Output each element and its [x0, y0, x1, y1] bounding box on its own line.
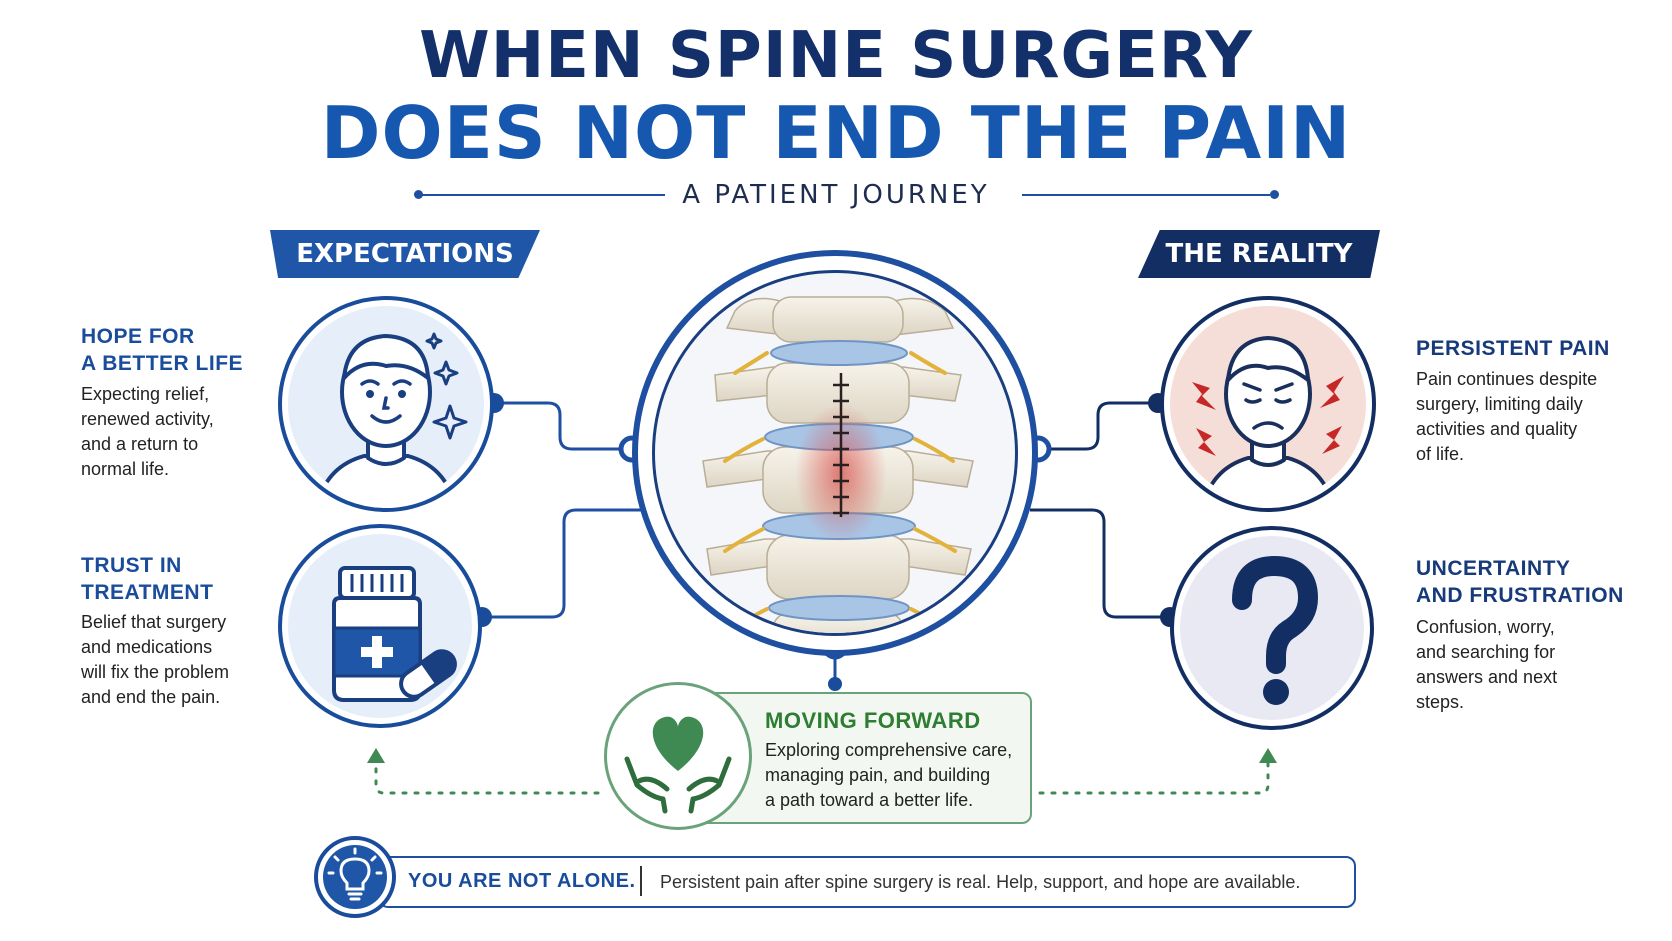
page-title-line2: DOES NOT END THE PAIN: [320, 91, 1352, 175]
pain-text: Pain continues despite surgery, limiting…: [1416, 369, 1598, 464]
subtitle-dot-right: [1270, 190, 1279, 199]
moving-forward-text: Exploring comprehensive care, managing p…: [765, 740, 1013, 810]
pain-circle: [1160, 296, 1376, 512]
hope-text: Expecting relief, renewed activity, and …: [81, 384, 214, 479]
footer-message: Persistent pain after spine surgery is r…: [660, 872, 1301, 892]
page-title-line1: WHEN SPINE SURGERY: [419, 19, 1253, 93]
lightbulb-icon: [327, 847, 383, 901]
footer-headline: YOU ARE NOT ALONE.: [408, 870, 636, 892]
footer-separator: [640, 866, 642, 896]
uncertainty-circle: [1170, 526, 1374, 730]
reality-banner: THE REALITY: [1138, 230, 1380, 278]
trust-circle: [278, 524, 482, 728]
trust-text: Belief that surgery and medications will…: [81, 612, 230, 707]
connector-trust: [482, 508, 646, 619]
subtitle-rule-left: [420, 194, 665, 196]
uncertainty-text: Confusion, worry, and searching for answ…: [1416, 617, 1558, 712]
connector-uncertainty: [1030, 508, 1170, 619]
uncertainty-title: UNCERTAINTY AND FRUSTRATION: [1416, 557, 1624, 607]
connector-hope: [494, 401, 628, 451]
dotted-path-right: [1038, 758, 1270, 795]
moving-forward-title: MOVING FORWARD: [765, 708, 981, 733]
hope-title: HOPE FOR A BETTER LIFE: [81, 325, 244, 375]
expectations-banner: EXPECTATIONS: [270, 230, 540, 278]
smiling-face-icon: [316, 332, 468, 502]
subtitle-dot-left: [414, 190, 423, 199]
pain-title: PERSISTENT PAIN: [1416, 337, 1610, 360]
footer-icon-circle: [314, 836, 396, 918]
subtitle: A PATIENT JOURNEY: [682, 180, 990, 210]
question-mark-icon: [1232, 555, 1319, 705]
heart-hands-icon: [624, 716, 732, 814]
medicine-bottle-icon: [332, 566, 457, 702]
hope-circle: [278, 296, 494, 512]
spine-circle: [632, 250, 1038, 656]
arrow-right-icon: [1259, 748, 1277, 763]
connector-pain: [1040, 401, 1158, 451]
trust-title: TRUST IN TREATMENT: [81, 554, 214, 604]
moving-forward-circle: [604, 682, 752, 830]
footer-box: [378, 856, 1356, 908]
arrow-left-icon: [367, 748, 385, 763]
pained-face-icon: [1192, 336, 1344, 502]
node-dot-forward: [828, 677, 842, 691]
spine-icon: [702, 296, 974, 633]
dotted-path-left: [374, 758, 600, 795]
subtitle-rule-right: [1022, 194, 1270, 196]
